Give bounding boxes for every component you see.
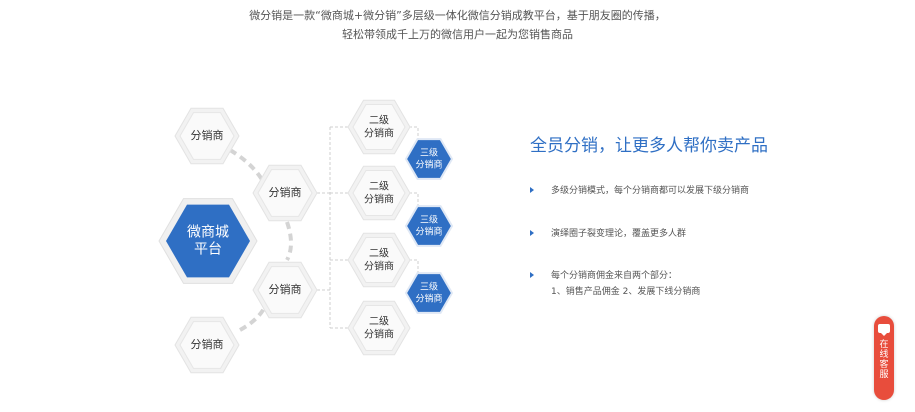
hexagon-label: 分销商 (269, 282, 302, 296)
hexagon-label: 分销商 (415, 293, 442, 305)
hexagon-inner (257, 266, 313, 314)
hexagon-label: 二级 (369, 248, 389, 260)
online-service-button[interactable]: 在线客服 (874, 316, 894, 400)
hexagon-label: 分销商 (364, 127, 394, 140)
hexagon-inner (352, 104, 406, 150)
hexagon-label: 平台 (194, 242, 222, 258)
connector-curve (228, 148, 267, 186)
hexagon-label: 分销商 (364, 328, 394, 341)
feature-text-1: 多级分销模式，每个分销商都可以发展下级分销商 (551, 186, 750, 196)
tree-connector (312, 126, 352, 329)
hexagon-inner (352, 305, 406, 351)
intro-line-1: 微分销是一款“微商城+微分销”多层级一体化微信分销成教平台，基于朋友圈的传播， (249, 9, 666, 22)
hexagon-inner (166, 204, 250, 278)
distribution-diagram: 微商城平台分销商分销商分销商分销商二级分销商二级分销商二级分销商二级分销商三级分… (158, 99, 454, 374)
feature-text-3b: 1、销售产品佣金 2、发展下线分销商 (551, 287, 701, 297)
feature-text-2: 演绎圈子裂变理论，覆盖更多人群 (551, 229, 687, 239)
hexagon-inner (257, 169, 313, 217)
bullet-arrow-icon (530, 272, 534, 278)
hexagon-label: 分销商 (269, 185, 302, 199)
chat-bubble-icon (878, 324, 890, 336)
distributor-hexagon-bottom-left: 分销商 (174, 316, 240, 374)
hexagon-label: 二级 (369, 181, 389, 193)
distributor-hexagon-mid-upper: 分销商 (252, 164, 318, 222)
hexagon-label: 分销商 (415, 226, 442, 238)
hexagon-label: 二级 (369, 115, 389, 127)
hexagon-inner (352, 170, 406, 216)
hexagon-label: 分销商 (364, 193, 394, 206)
hexagon-inner (404, 272, 454, 314)
hexagon-label: 微商城 (187, 225, 229, 241)
hexagon-inner (179, 112, 235, 160)
feature-text-3a: 每个分销商佣金来自两个部分： (551, 271, 678, 281)
hexagon-label: 分销商 (191, 128, 224, 142)
connector-curve (285, 221, 293, 261)
hexagon-inner (179, 321, 235, 369)
bullet-arrow-icon (530, 230, 534, 236)
intro-text: 微分销是一款“微商城+微分销”多层级一体化微信分销成教平台，基于朋友圈的传播， … (0, 6, 915, 44)
hexagon-label: 二级 (369, 316, 389, 328)
headline: 全员分销，让更多人帮你卖产品 (530, 136, 768, 156)
intro-line-2: 轻松带领成千上万的微信用户一起为您销售商品 (342, 28, 573, 41)
hexagon-label: 三级 (420, 214, 438, 226)
hexagon-inner (404, 205, 454, 247)
hexagon-label: 分销商 (415, 159, 442, 171)
distributor-hexagon-mid-lower: 分销商 (252, 261, 318, 319)
hexagon-label: 三级 (420, 281, 438, 293)
feature-text-3: 每个分销商佣金来自两个部分： 1、销售产品佣金 2、发展下线分销商 (551, 268, 700, 300)
hexagon-inner (352, 237, 406, 283)
hexagon-label: 三级 (420, 147, 438, 159)
bullet-arrow-icon (530, 187, 534, 193)
hexagon-inner (404, 138, 454, 180)
hexagon-label: 分销商 (191, 337, 224, 351)
online-service-label: 在线客服 (879, 340, 889, 380)
distributor-hexagon-top-left: 分销商 (174, 107, 240, 165)
hexagon-label: 分销商 (364, 260, 394, 273)
diagram-hexagons: 微商城平台分销商分销商分销商分销商二级分销商二级分销商二级分销商二级分销商三级分… (158, 99, 454, 374)
